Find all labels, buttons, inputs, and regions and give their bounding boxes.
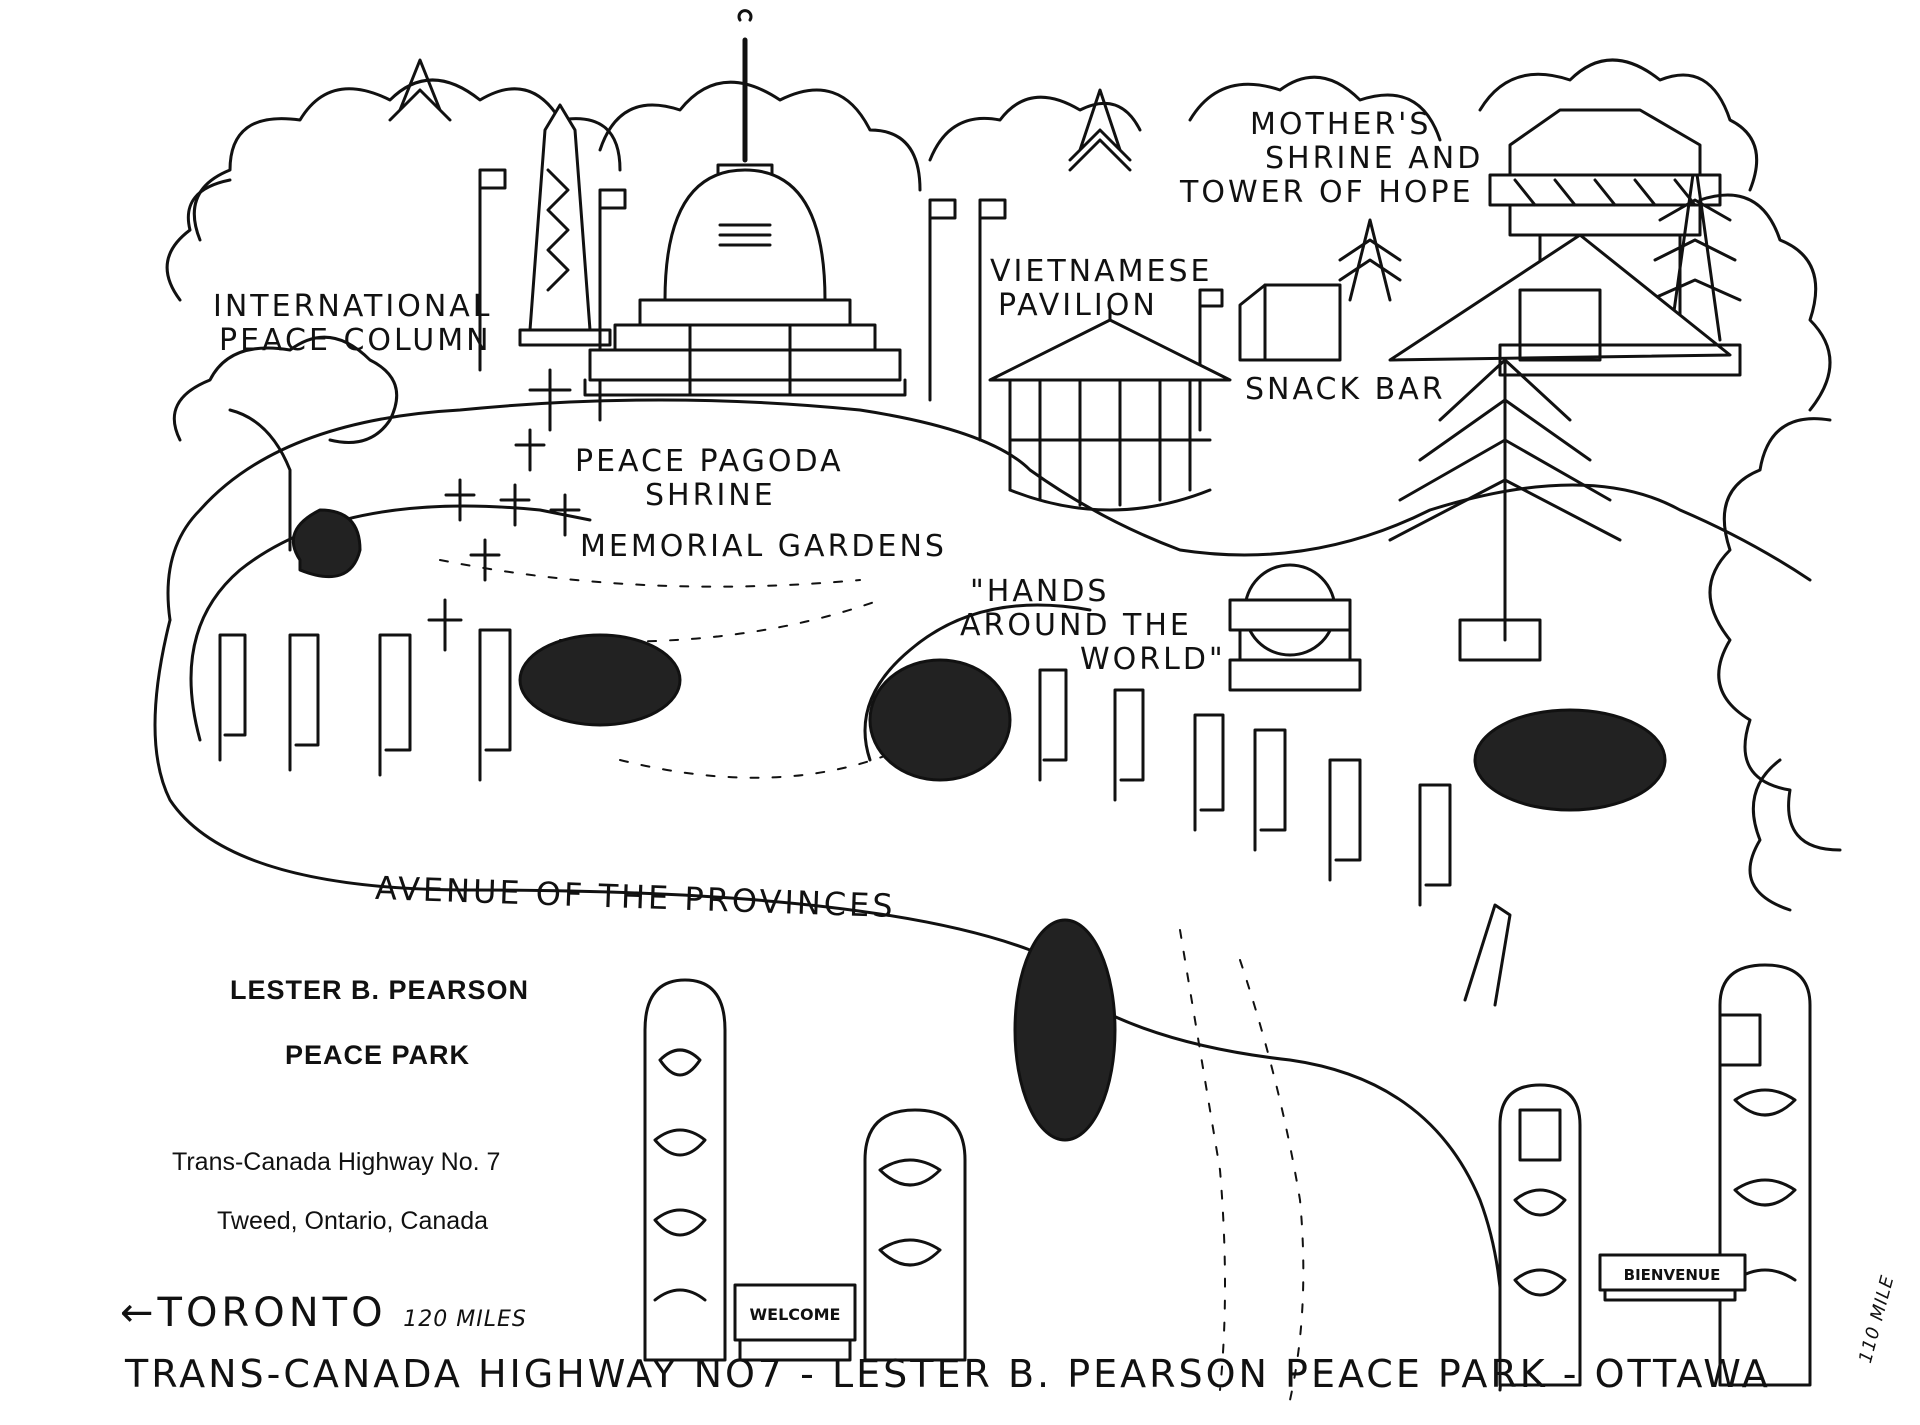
park-name-line2: PEACE PARK <box>285 1040 471 1070</box>
park-address-line2: Tweed, Ontario, Canada <box>217 1207 488 1235</box>
highway-banner: TRANS-CANADA HIGHWAY NO7 - LESTER B. PEA… <box>125 1352 1771 1396</box>
label-snack-bar: SNACK BAR <box>1245 372 1446 407</box>
vietnamese-pavilion <box>988 308 1232 512</box>
flagpoles <box>478 168 1224 442</box>
toronto-direction: ←TORONTO 120 MILES <box>120 1290 527 1336</box>
hands-around-the-world <box>1228 563 1362 692</box>
peace-pagoda <box>583 9 907 397</box>
peace-column <box>518 103 612 347</box>
welcome-sign-right-text: BIENVENUE <box>1624 1266 1721 1284</box>
label-memorial-gardens: MEMORIAL GARDENS <box>580 529 947 564</box>
welcome-sign-right <box>1598 1253 1747 1292</box>
right-path-inner <box>863 603 1092 762</box>
main-path-outer-lower <box>153 618 1032 952</box>
label-peace-column: INTERNATIONAL PEACE COLUMN <box>213 289 493 358</box>
right-path-outer <box>1028 958 1504 1392</box>
main-path-inner <box>189 504 592 742</box>
large-pine-tree <box>1388 358 1622 662</box>
snack-bar-building <box>1238 283 1342 362</box>
province-flags-left <box>218 628 512 782</box>
park-address-line1: Trans-Canada Highway No. 7 <box>172 1148 501 1176</box>
left-entrance-pillars <box>643 978 967 1362</box>
welcome-sign-left-text: WELCOME <box>750 1305 841 1324</box>
toronto-distance: 120 MILES <box>403 1307 527 1332</box>
tower-of-hope <box>1388 108 1742 377</box>
label-vietnamese-pavilion: VIETNAMESE PAVILION <box>990 254 1213 323</box>
province-flags-right <box>1038 668 1512 1007</box>
label-peace-pagoda: PEACE PAGODA SHRINE <box>575 444 844 513</box>
left-tree <box>172 335 399 579</box>
label-mothers-shrine: MOTHER'S SHRINE AND TOWER OF HOPE <box>1180 107 1484 210</box>
welcome-sign-left <box>733 1283 857 1342</box>
park-name-line1: LESTER B. PEARSON <box>230 975 530 1005</box>
flower-beds <box>518 633 1667 1142</box>
label-hands-around-world: "HANDS AROUND THE WORLD" <box>960 574 1226 677</box>
right-entrance-pillars <box>1498 963 1812 1387</box>
memorial-crosses <box>427 368 581 652</box>
